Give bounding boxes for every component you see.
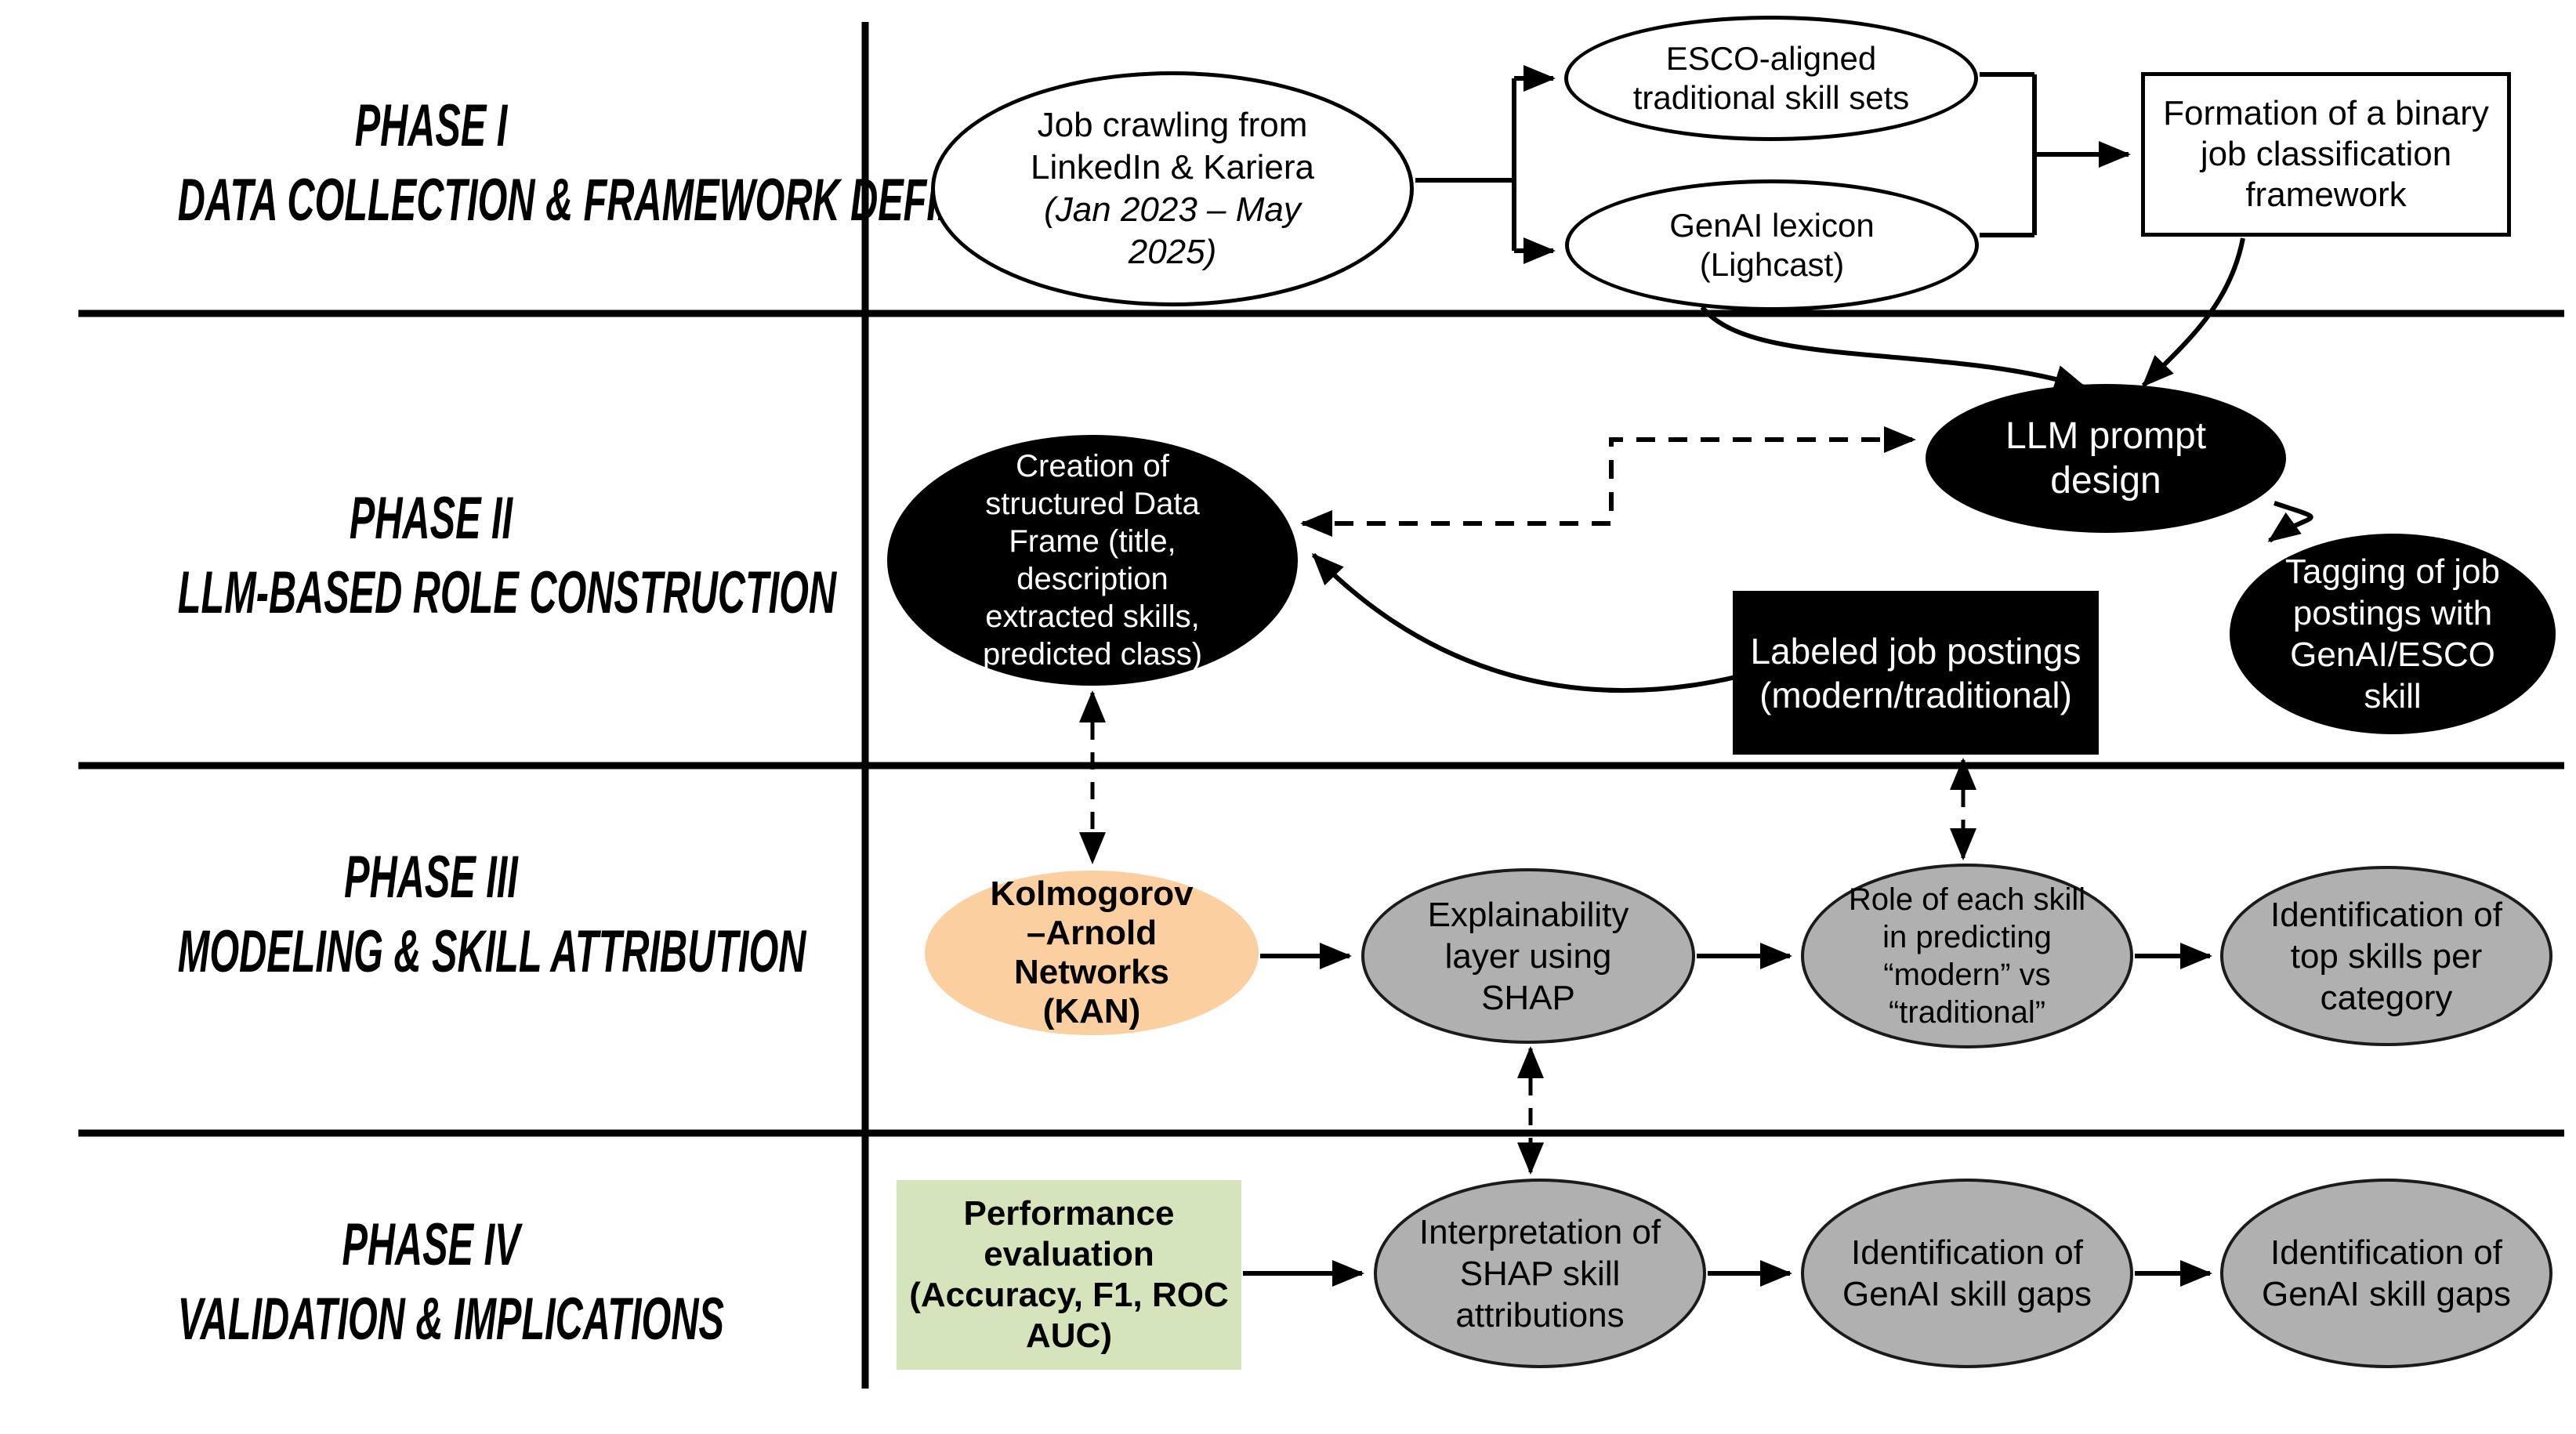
connector-skills-join [1980,72,2037,237]
phase-3-name: PHASE III [344,844,518,911]
top-skills-text: Identification of top skills per categor… [2270,895,2502,1017]
phase-1-subtitle: DATA COLLECTION & FRAMEWORK DEFINITION [177,167,1067,234]
node-labeled-postings: Labeled job postings (modern/traditional… [1733,591,2099,755]
job-crawling-date: (Jan 2023 – May 2025) [1044,190,1301,271]
role-of-skill-text: Role of each skill in predicting “modern… [1848,882,2086,1030]
node-top-skills: Identification of top skills per categor… [2220,866,2552,1046]
kan-text: Kolmogorov –Arnold Networks (KAN) [990,875,1194,1030]
node-esco-skills: ESCO-aligned traditional skill sets [1564,16,1978,141]
phase-3-label: PHASE III MODELING & SKILL ATTRIBUTION [35,840,827,989]
phase-2-name: PHASE II [349,485,513,552]
phase-3-subtitle: MODELING & SKILL ATTRIBUTION [177,918,806,985]
phase-2-label: PHASE II LLM-BASED ROLE CONSTRUCTION [35,481,837,630]
node-shap-layer: Explainability layer using SHAP [1361,868,1695,1044]
node-genai-gaps-2: Identification of GenAI skill gaps [2220,1179,2552,1368]
node-formation-framework: Formation of a binary job classification… [2141,72,2511,237]
phase-4-name: PHASE IV [342,1211,520,1278]
labeled-postings-text: Labeled job postings (modern/traditional… [1750,630,2081,715]
node-genai-lexicon: GenAI lexicon (Lighcast) [1565,179,1979,311]
llm-prompt-design-text: LLM prompt design [2005,415,2207,502]
node-interpretation: Interpretation of SHAP skill attribution… [1374,1179,1706,1368]
arrow-formation-to-llm-prompt [2141,237,2245,388]
interpretation-text: Interpretation of SHAP skill attribution… [1418,1212,1661,1334]
connector-job-branch [1415,78,1516,251]
arrow-llm-prompt-to-tagging [2267,501,2313,543]
node-genai-gaps-1: Identification of GenAI skill gaps [1801,1179,2133,1368]
creation-dataframe-text: Creation of structured Data Frame (title… [982,449,1203,672]
dashed-link-creation-llm-prompt [1300,426,1916,537]
phase-2-subtitle: LLM-BASED ROLE CONSTRUCTION [177,559,837,626]
phase-1-name: PHASE I [354,92,508,159]
phase-4-label: PHASE IV VALIDATION & IMPLICATIONS [35,1208,827,1356]
node-role-of-skill: Role of each skill in predicting “modern… [1801,864,2133,1048]
phase-1-label: PHASE I DATA COLLECTION & FRAMEWORK DEFI… [35,89,1067,237]
phase-4-subtitle: VALIDATION & IMPLICATIONS [177,1286,724,1353]
job-crawling-text: Job crawling from LinkedIn & Kariera [1031,106,1314,186]
node-job-crawling: Job crawling from LinkedIn & Kariera (Ja… [931,71,1414,306]
tagging-postings-text: Tagging of job postings with GenAI/ESCO … [2285,552,2500,715]
arrow-genai-to-llm-prompt [1700,306,2087,391]
formation-framework-text: Formation of a binary job classification… [2163,94,2489,214]
esco-skills-text: ESCO-aligned traditional skill sets [1632,40,1910,116]
genai-lexicon-text: GenAI lexicon (Lighcast) [1669,207,1875,283]
node-kan: Kolmogorov –Arnold Networks (KAN) [925,871,1259,1035]
arrow-labeled-to-creation [1311,552,1737,693]
node-llm-prompt-design: LLM prompt design [1926,384,2286,533]
node-performance-evaluation: Performance evaluation (Accuracy, F1, RO… [897,1180,1241,1370]
performance-evaluation-text: Performance evaluation (Accuracy, F1, RO… [909,1194,1229,1355]
node-tagging-postings: Tagging of job postings with GenAI/ESCO … [2230,534,2556,734]
shap-layer-text: Explainability layer using SHAP [1427,895,1629,1017]
genai-gaps-1-text: Identification of GenAI skill gaps [1842,1233,2092,1313]
genai-gaps-2-text: Identification of GenAI skill gaps [2262,1233,2511,1313]
node-creation-dataframe: Creation of structured Data Frame (title… [887,435,1298,686]
